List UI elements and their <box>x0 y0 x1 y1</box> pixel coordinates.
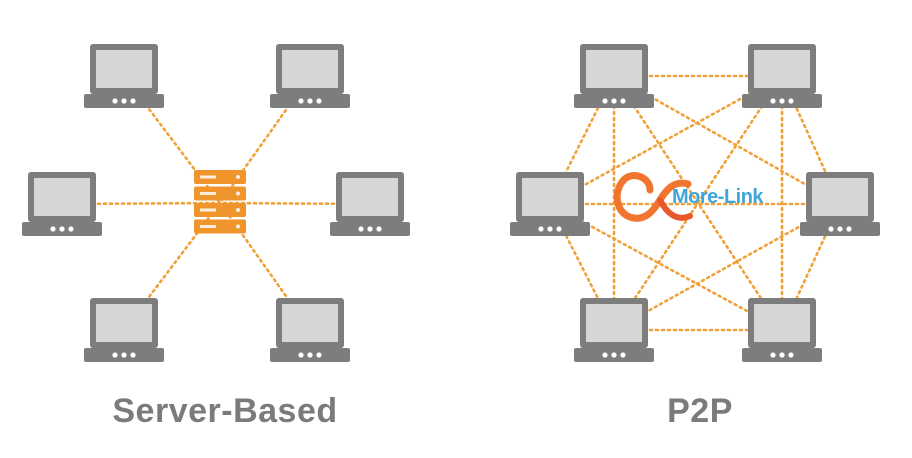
server-led <box>236 191 240 196</box>
laptop-dot <box>59 226 65 232</box>
server-led <box>236 208 240 212</box>
laptop-dot <box>779 98 785 104</box>
server-led <box>236 175 240 179</box>
laptop-icon <box>574 298 654 362</box>
laptop-screen <box>812 178 868 216</box>
laptop-dot <box>130 98 136 104</box>
laptop-screen <box>754 304 810 342</box>
laptop-dot <box>620 98 626 104</box>
laptop-dot <box>50 226 56 232</box>
laptop-icon <box>742 44 822 108</box>
server-led <box>236 224 240 229</box>
laptop-dot <box>130 352 136 358</box>
server-slot <box>200 192 216 195</box>
laptop-dot <box>837 226 843 232</box>
laptop-dot <box>121 352 127 358</box>
laptop-dot <box>556 226 562 232</box>
laptop-dot <box>547 226 553 232</box>
server-slot <box>200 175 216 179</box>
server-unit <box>194 170 246 184</box>
server-unit <box>194 219 246 234</box>
logo-ring-icon <box>613 172 692 222</box>
logo-tail-icon <box>657 197 693 221</box>
server-slot <box>200 208 216 212</box>
laptop-screen <box>282 50 338 88</box>
server-icon <box>194 170 246 234</box>
laptop-dot <box>298 98 304 104</box>
watermark-text: More-Link <box>672 186 764 208</box>
laptop-dot <box>779 352 785 358</box>
laptop-dot <box>376 226 382 232</box>
more-link-logo <box>613 172 693 222</box>
laptop-icon <box>800 172 880 236</box>
laptop-dot <box>367 226 373 232</box>
laptop-group <box>22 44 880 362</box>
laptop-icon <box>330 172 410 236</box>
laptop-screen <box>282 304 338 342</box>
laptop-dot <box>611 98 617 104</box>
diagram-title-p2p: P2P <box>667 392 733 430</box>
laptop-dot <box>112 98 118 104</box>
laptop-dot <box>316 352 322 358</box>
laptop-dot <box>620 352 626 358</box>
laptop-icon <box>270 298 350 362</box>
laptop-dot <box>538 226 544 232</box>
laptop-screen <box>96 304 152 342</box>
laptop-dot <box>602 98 608 104</box>
laptop-dot <box>121 98 127 104</box>
laptop-screen <box>522 178 578 216</box>
laptop-dot <box>770 352 776 358</box>
server-unit <box>194 186 246 201</box>
laptop-dot <box>316 98 322 104</box>
laptop-dot <box>68 226 74 232</box>
laptop-dot <box>602 352 608 358</box>
laptop-icon <box>270 44 350 108</box>
diagram-title-server-based: Server-Based <box>112 392 338 430</box>
laptop-dot <box>788 352 794 358</box>
laptop-icon <box>84 44 164 108</box>
laptop-screen <box>342 178 398 216</box>
laptop-icon <box>510 172 590 236</box>
server-unit <box>194 203 246 217</box>
laptop-icon <box>84 298 164 362</box>
laptop-dot <box>611 352 617 358</box>
laptop-dot <box>828 226 834 232</box>
laptop-dot <box>846 226 852 232</box>
laptop-dot <box>112 352 118 358</box>
laptop-dot <box>788 98 794 104</box>
p2p-link-8 <box>612 74 784 332</box>
laptop-dot <box>298 352 304 358</box>
server-slot <box>200 225 216 228</box>
laptop-dot <box>307 98 313 104</box>
laptop-icon <box>22 172 102 236</box>
laptop-screen <box>586 304 642 342</box>
laptop-icon <box>742 298 822 362</box>
laptop-icon <box>574 44 654 108</box>
laptop-screen <box>96 50 152 88</box>
laptop-dot <box>307 352 313 358</box>
laptop-dot <box>358 226 364 232</box>
laptop-screen <box>34 178 90 216</box>
laptop-screen <box>754 50 810 88</box>
laptop-screen <box>586 50 642 88</box>
laptop-dot <box>770 98 776 104</box>
